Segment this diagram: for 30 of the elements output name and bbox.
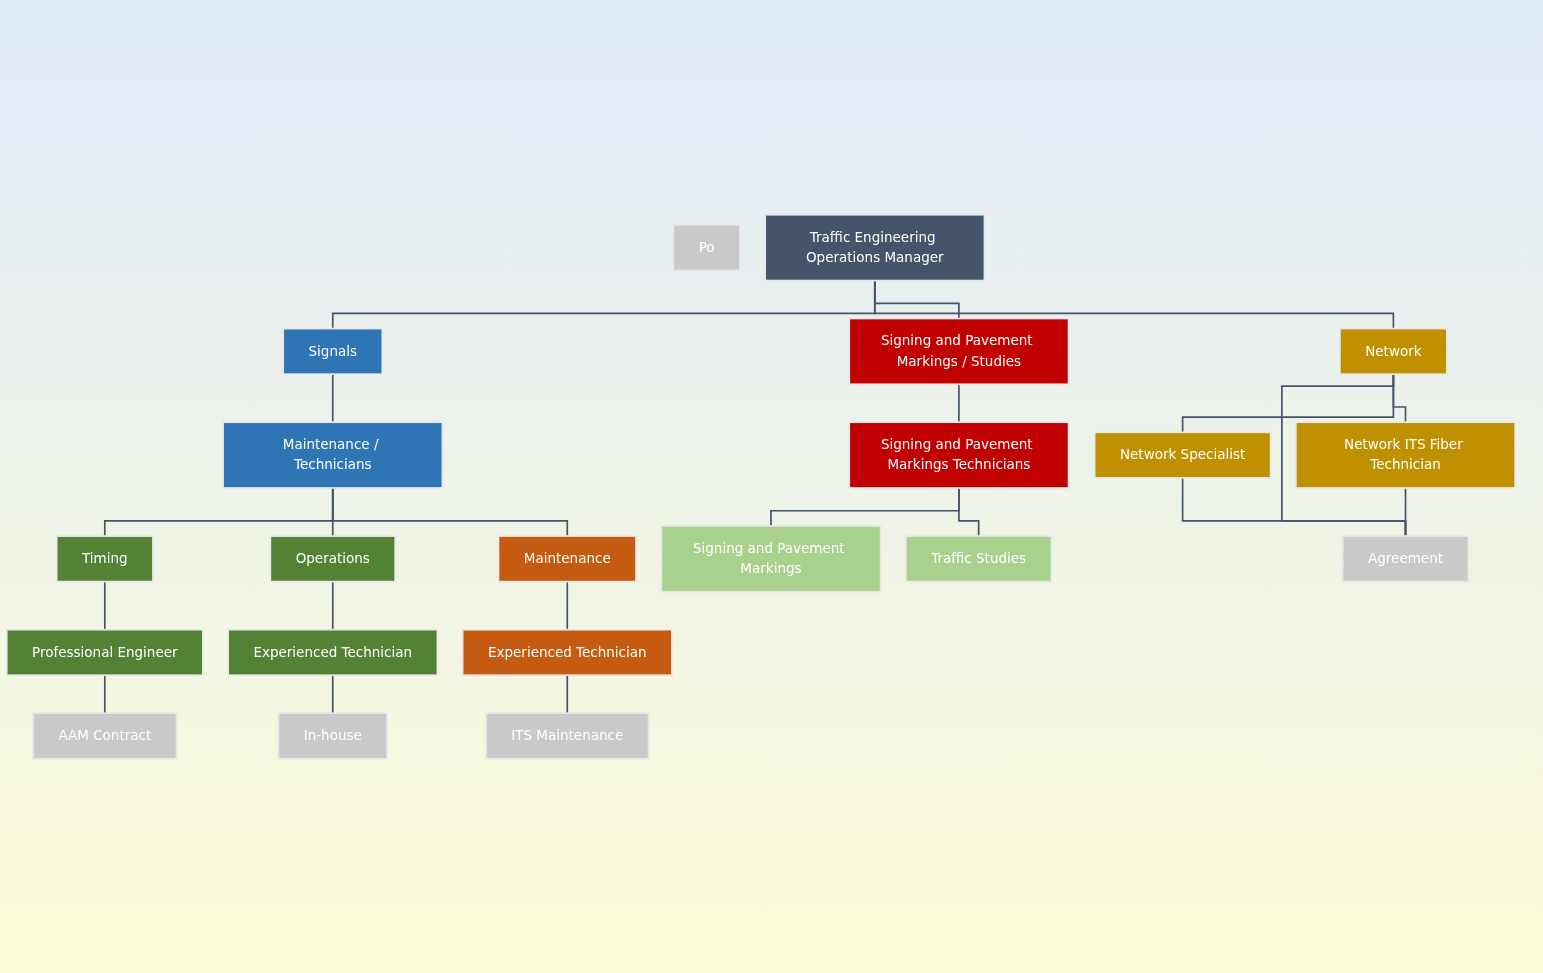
connector [566,580,569,631]
connector [1404,486,1407,537]
node-box: Maintenance / Technicians [222,421,444,489]
connector [958,383,960,423]
connector [1181,476,1407,537]
node-box: Network Specialist [1093,431,1272,479]
node-box: Signals [282,327,384,375]
node-box: Traffic Engineering Operations Manager [764,213,986,282]
connector [566,674,569,714]
node-box: Professional Engineer [5,628,204,676]
connector [331,580,334,631]
node-box: Experienced Technician [461,628,673,676]
node-box: Signing and Pavement Markings Technicians [848,421,1070,489]
connector [103,580,106,631]
node-box: Operations [269,535,396,583]
connector [873,279,1395,330]
node-box: Signing and Pavement Markings [660,524,882,593]
node-box: Traffic Studies [905,535,1053,583]
node-box: Timing [55,535,154,583]
node-box: Experienced Technician [227,628,439,676]
connector [1281,373,1407,537]
connector [331,486,569,537]
connector [958,486,980,537]
connector [331,674,334,714]
node-box: Maintenance [497,535,637,583]
connector [331,373,334,423]
node-box: Network [1339,327,1448,375]
node-box: Network ITS Fiber Technician [1295,421,1516,489]
connector [103,674,106,714]
node-box: Signing and Pavement Markings / Studies [848,317,1070,385]
